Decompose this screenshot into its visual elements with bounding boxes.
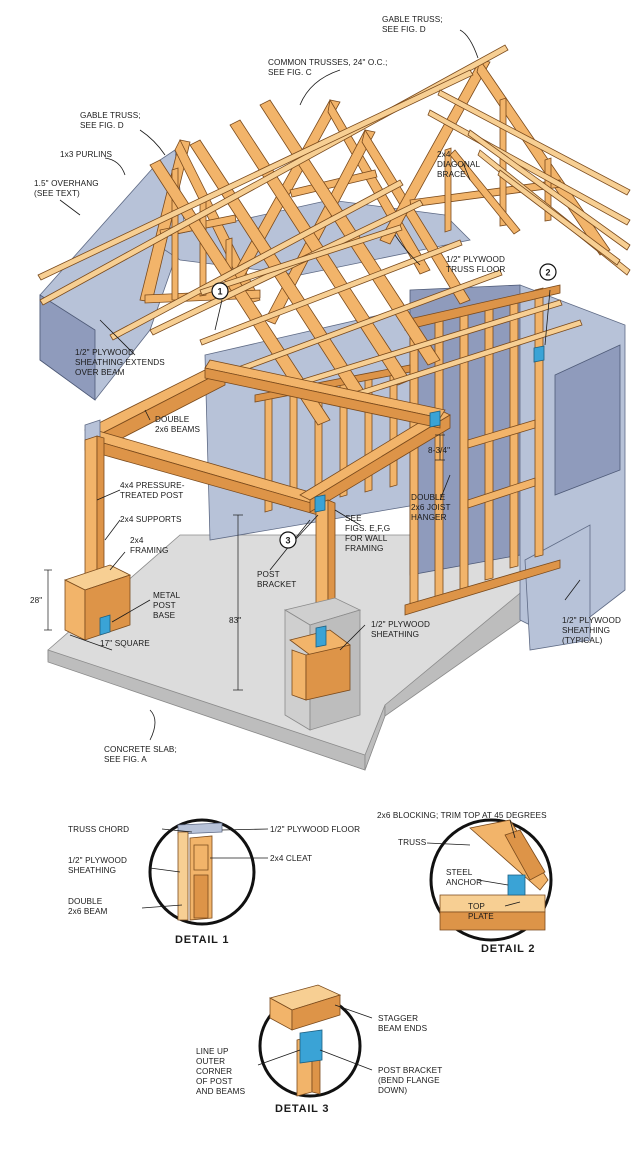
detail-1-cleat <box>193 844 209 871</box>
label-overhang: 1.5" OVERHANG (SEE TEXT) <box>34 179 101 198</box>
dimension-lines <box>44 434 445 691</box>
detail-1-sheathing <box>177 831 189 921</box>
detail-1-label-plywood-floor: 1/2" PLYWOOD FLOOR <box>270 825 360 834</box>
gable-sheathing <box>39 149 186 401</box>
callout-2: 2 <box>539 263 557 281</box>
callout-3-label: 3 <box>285 536 290 546</box>
label-concrete-slab: CONCRETE SLAB; SEE FIG. A <box>104 745 179 764</box>
label-sheathing-beam: 1/2" PLYWOOD SHEATHING EXTENDS OVER BEAM <box>75 348 167 377</box>
detail-2-label-truss: TRUSS <box>398 838 427 847</box>
detail-2-title: DETAIL 2 <box>481 943 535 955</box>
detail-3-label-line-up: LINE UP OUTER CORNER OF POST AND BEAMS <box>196 1047 246 1096</box>
detail-3-bracket <box>299 1029 323 1064</box>
main-labels: GABLE TRUSS; SEE FIG. D COMMON TRUSSES, … <box>30 15 623 764</box>
label-common-trusses: COMMON TRUSSES, 24" O.C.; SEE FIG. C <box>268 58 390 77</box>
detail-2-blocking <box>504 829 546 881</box>
label-purlins: 1x3 PURLINS <box>60 150 113 159</box>
detail-2-steel-anchor <box>507 874 526 896</box>
detail-2-label-blocking: 2x6 BLOCKING; TRIM TOP AT 45 DEGREES <box>377 811 547 820</box>
detail-1-label-cleat: 2x4 CLEAT <box>270 854 312 863</box>
detail-3-label-stagger: STAGGER BEAM ENDS <box>378 1014 428 1033</box>
callout-1-label: 1 <box>217 287 222 297</box>
detail-1-title: DETAIL 1 <box>175 934 229 946</box>
detail-1-label-beam: DOUBLE 2x6 BEAM <box>68 897 108 916</box>
beams <box>84 359 451 516</box>
label-post-bracket: POST BRACKET <box>257 570 296 589</box>
detail-3-label-bracket: POST BRACKET (BEND FLANGE DOWN) <box>378 1066 445 1095</box>
detail-2-top-plate <box>439 894 546 913</box>
leader-lines <box>59 29 581 741</box>
label-gable-truss-left: GABLE TRUSS; SEE FIG. D <box>80 111 143 130</box>
label-see-figs: SEE FIGS. E,F,G FOR WALL FRAMING <box>345 514 393 553</box>
label-gable-truss-top: GABLE TRUSS; SEE FIG. D <box>382 15 445 34</box>
detail-2-label-anchor: STEEL ANCHOR <box>446 868 482 887</box>
detail-2-label-top-plate: TOP PLATE <box>468 902 494 921</box>
label-sheathing-mid: 1/2" PLYWOOD SHEATHING <box>371 620 432 639</box>
label-supports: 2x4 SUPPORTS <box>120 515 182 524</box>
label-double-beams: DOUBLE 2x6 BEAMS <box>155 415 200 434</box>
detail-1-beam <box>193 874 209 919</box>
detail-1-label-sheathing: 1/2" PLYWOOD SHEATHING <box>68 856 129 875</box>
detail-3: STAGGER BEAM ENDS LINE UP OUTER CORNER O… <box>196 984 445 1115</box>
label-square-17: 17" SQUARE <box>100 639 150 648</box>
callout-2-label: 2 <box>545 268 550 278</box>
label-diagonal-brace: 2x4 DIAGONAL BRACE <box>437 150 482 179</box>
detail-1: TRUSS CHORD 1/2" PLYWOOD FLOOR 1/2" PLYW… <box>68 818 360 946</box>
label-height-28: 28" <box>30 596 42 605</box>
detail-3-title: DETAIL 3 <box>275 1103 329 1115</box>
label-framing: 2x4 FRAMING <box>130 536 168 555</box>
label-truss-floor: 1/2" PLYWOOD TRUSS FLOOR <box>446 255 507 274</box>
label-joist-hanger: DOUBLE 2x6 JOIST HANGER <box>411 493 453 522</box>
callout-1: 1 <box>211 282 229 300</box>
detail-2: 2x6 BLOCKING; TRIM TOP AT 45 DEGREES TRU… <box>377 811 553 955</box>
label-height-83: 83" <box>229 616 241 625</box>
label-dim-834: 8-3/4" <box>428 446 450 455</box>
label-sheathing-typical: 1/2" PLYWOOD SHEATHING (TYPICAL) <box>562 616 623 645</box>
callout-3: 3 <box>279 531 297 549</box>
label-post: 4x4 PRESSURE- TREATED POST <box>120 481 187 500</box>
detail-1-label-truss-chord: TRUSS CHORD <box>68 825 129 834</box>
post-boxes <box>63 564 362 731</box>
label-post-base: METAL POST BASE <box>153 591 182 620</box>
